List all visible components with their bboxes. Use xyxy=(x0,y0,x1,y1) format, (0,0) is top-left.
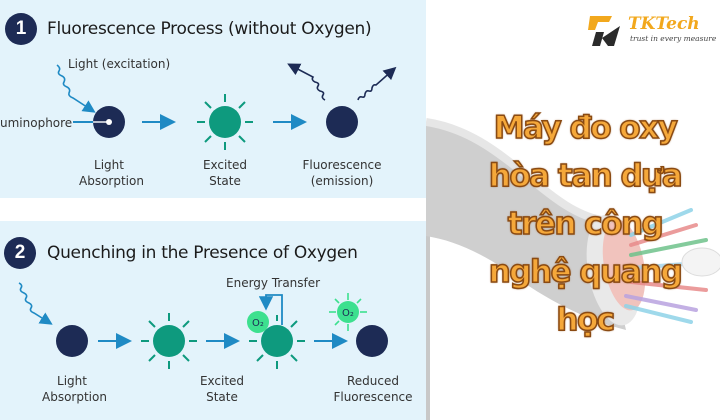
step-label: Reduced Fluorescence xyxy=(333,374,413,404)
fluorescence-molecule-icon xyxy=(326,106,358,138)
step-label: Light Absorption xyxy=(79,158,144,188)
oxygen-molecule-icon xyxy=(247,311,269,333)
brand-slogan: trust in every measure xyxy=(630,34,717,43)
quenched-state-icon xyxy=(249,315,305,369)
tktech-logo: TKTech trust in every measure xyxy=(586,14,716,50)
svg-text:O₂: O₂ xyxy=(252,318,264,329)
article-headline: Máy đo oxy hòa tan dựa trên công nghệ qu… xyxy=(488,109,684,339)
panel-title: Fluorescence Process (without Oxygen) xyxy=(47,19,372,39)
excited-oxygen-icon xyxy=(329,293,367,331)
brand-name: TKTech xyxy=(628,14,700,34)
step-number-badge: 2 xyxy=(4,237,36,269)
panel-title: Quenching in the Presence of Oxygen xyxy=(47,243,358,263)
quenching-panel: 2 Quenching in the Presence of Oxygen xyxy=(0,221,426,420)
energy-transfer-arrow xyxy=(258,294,283,325)
absorbing-molecule-icon xyxy=(56,325,88,357)
reduced-fluorescence-molecule-icon xyxy=(356,325,388,357)
energy-transfer-label: Energy Transfer xyxy=(226,276,321,290)
luminophore-label: uminophore xyxy=(0,116,73,130)
svg-text:O₂: O₂ xyxy=(342,308,354,319)
step-label: Excited State xyxy=(202,158,248,188)
tktech-logo-mark-icon xyxy=(588,16,620,46)
step-label: Excited State xyxy=(199,374,245,404)
image-divider xyxy=(426,122,430,420)
light-wave-icon xyxy=(56,64,96,113)
excited-state-icon xyxy=(141,313,197,369)
quenching-diagram: O₂ O₂ xyxy=(18,282,388,369)
light-wave-icon xyxy=(18,282,53,325)
step-number-badge: 1 xyxy=(5,13,37,45)
step-label: Fluorescence (emission) xyxy=(302,158,382,188)
step-label: Light Absorption xyxy=(42,374,107,404)
fluorescence-diagram xyxy=(56,63,397,150)
excited-state-icon xyxy=(197,94,253,150)
emission-wave-left-icon xyxy=(287,63,326,101)
fluorescence-process-panel: 1 Fluorescence Process (without Oxygen) xyxy=(0,0,426,198)
emission-wave-right-icon xyxy=(357,66,397,101)
fiber-cable-icon xyxy=(426,118,720,330)
light-excitation-label: Light (excitation) xyxy=(68,57,171,71)
fiber-optic-cable-illustration xyxy=(426,0,720,420)
